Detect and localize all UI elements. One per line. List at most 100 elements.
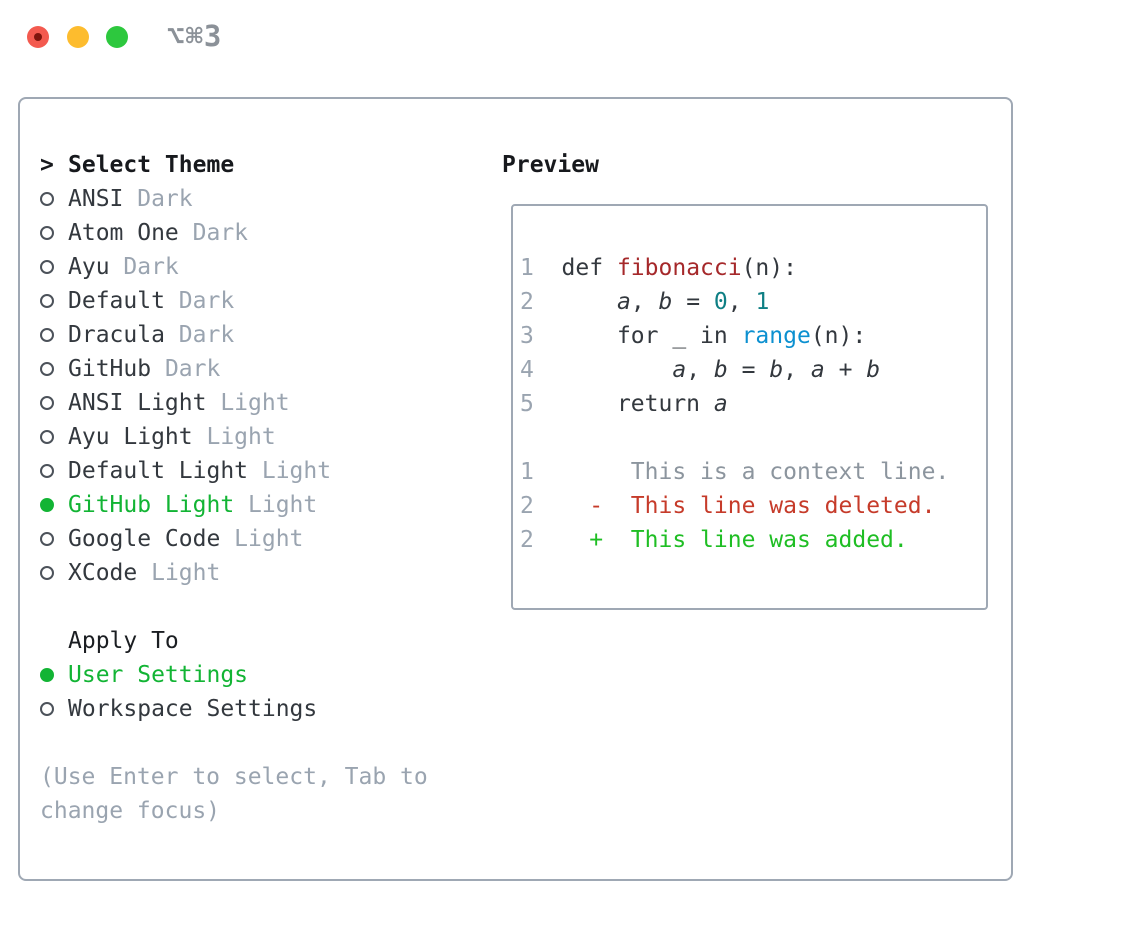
code-token-d: return bbox=[533, 391, 714, 417]
title-bar: ⌥⌘3 bbox=[0, 0, 1140, 97]
code-token-d: , bbox=[686, 357, 714, 383]
code-token-var: a bbox=[713, 391, 728, 417]
line-number: 3 bbox=[520, 323, 534, 349]
preview-line: 3 for _ in range(n): bbox=[520, 319, 986, 353]
theme-variant-label: Dark bbox=[178, 288, 235, 314]
theme-item-label: Default Light bbox=[68, 458, 249, 484]
preview-title: Preview bbox=[502, 152, 599, 178]
code-token-d: = bbox=[672, 289, 714, 315]
line-number: 4 bbox=[520, 357, 534, 383]
code-token-d: (n): bbox=[810, 323, 867, 349]
code-token-d bbox=[534, 493, 589, 519]
close-button-dot-icon bbox=[34, 33, 42, 41]
radio-icon bbox=[40, 362, 68, 376]
code-token-var: a bbox=[672, 357, 687, 383]
code-token-builtin: range bbox=[741, 323, 811, 349]
radio-icon bbox=[40, 226, 68, 240]
preview-line: 1 def fibonacci(n): bbox=[520, 251, 986, 285]
theme-item-ayu-light[interactable]: Ayu Light Light bbox=[40, 420, 490, 454]
spacer bbox=[40, 590, 490, 624]
apply-to-header: Apply To bbox=[40, 624, 490, 658]
apply-option-user-settings[interactable]: User Settings bbox=[40, 658, 490, 692]
theme-item-label: Atom One bbox=[68, 220, 179, 246]
code-token-d bbox=[534, 527, 589, 553]
code-token-d: + bbox=[824, 357, 867, 383]
minimize-button[interactable] bbox=[67, 26, 89, 48]
apply-to-title: Apply To bbox=[68, 628, 179, 654]
apply-option-workspace-settings[interactable]: Workspace Settings bbox=[40, 692, 490, 726]
code-token-d bbox=[534, 357, 672, 383]
select-theme-title: Select Theme bbox=[68, 152, 235, 178]
code-token-var: b bbox=[866, 357, 881, 383]
radio-icon bbox=[40, 260, 68, 274]
radio-selected-icon bbox=[40, 668, 68, 682]
code-token-ctx: This is a context line. bbox=[533, 459, 950, 485]
theme-variant-label: Dark bbox=[123, 254, 179, 280]
preview-line: 1 This is a context line. bbox=[520, 455, 986, 489]
radio-icon bbox=[40, 532, 68, 546]
line-number: 2 bbox=[520, 493, 534, 519]
theme-item-label: GitHub bbox=[68, 356, 152, 382]
code-token-num: 0 bbox=[713, 289, 728, 315]
theme-item-label: Dracula bbox=[68, 322, 165, 348]
radio-icon bbox=[40, 294, 68, 308]
help-text: (Use Enter to select, Tab to change focu… bbox=[40, 764, 428, 824]
radio-selected-icon bbox=[40, 498, 68, 512]
theme-variant-label: Light bbox=[234, 526, 304, 552]
theme-variant-label: Light bbox=[248, 492, 318, 518]
window-title: ⌥⌘3 bbox=[167, 19, 223, 53]
theme-item-dracula[interactable]: Dracula Dark bbox=[40, 318, 490, 352]
preview-line bbox=[520, 421, 986, 455]
theme-item-github[interactable]: GitHub Dark bbox=[40, 352, 490, 386]
line-number: 1 bbox=[520, 459, 534, 485]
theme-variant-label: Light bbox=[206, 424, 276, 450]
line-number: 2 bbox=[520, 289, 534, 315]
theme-item-github-light[interactable]: GitHub Light Light bbox=[40, 488, 490, 522]
close-button[interactable] bbox=[27, 26, 49, 48]
select-theme-header: > Select Theme bbox=[40, 148, 490, 182]
theme-variant-label: Dark bbox=[178, 322, 235, 348]
code-token-var: a bbox=[810, 357, 825, 383]
preview-line: 5 return a bbox=[520, 387, 986, 421]
line-number: 5 bbox=[520, 391, 534, 417]
code-token-d: , bbox=[783, 357, 811, 383]
theme-item-label: Google Code bbox=[68, 526, 221, 552]
preview-line: 4 a, b = b, a + b bbox=[520, 353, 986, 387]
theme-item-label: ANSI Light bbox=[68, 390, 207, 416]
code-token-d: (n): bbox=[741, 255, 797, 281]
apply-option-label: User Settings bbox=[68, 662, 249, 688]
theme-variant-label: Dark bbox=[164, 356, 221, 382]
theme-item-ansi[interactable]: ANSI Dark bbox=[40, 182, 490, 216]
cursor-prompt-icon: > bbox=[40, 152, 54, 178]
preview-line: 2 a, b = 0, 1 bbox=[520, 285, 986, 319]
radio-icon bbox=[40, 566, 68, 580]
theme-item-google-code[interactable]: Google Code Light bbox=[40, 522, 490, 556]
preview-line: 2 - This line was deleted. bbox=[520, 489, 986, 523]
theme-item-label: Ayu Light bbox=[68, 424, 193, 450]
theme-item-label: GitHub Light bbox=[68, 492, 235, 518]
code-token-func: fibonacci bbox=[616, 255, 742, 281]
code-token-var: b bbox=[769, 357, 784, 383]
zoom-button[interactable] bbox=[106, 26, 128, 48]
code-token-d: , bbox=[727, 289, 756, 315]
radio-icon bbox=[40, 328, 68, 342]
code-token-d: = bbox=[727, 357, 770, 383]
code-token-d: for _ in bbox=[533, 323, 742, 349]
radio-icon bbox=[40, 702, 68, 716]
code-token-del: - This line was deleted. bbox=[589, 493, 936, 519]
theme-variant-label: Dark bbox=[137, 186, 193, 212]
theme-item-label: ANSI bbox=[68, 186, 124, 212]
theme-item-label: XCode bbox=[68, 560, 138, 586]
code-token-d: def bbox=[533, 255, 617, 281]
radio-icon bbox=[40, 464, 68, 478]
apply-option-label: Workspace Settings bbox=[68, 696, 318, 722]
